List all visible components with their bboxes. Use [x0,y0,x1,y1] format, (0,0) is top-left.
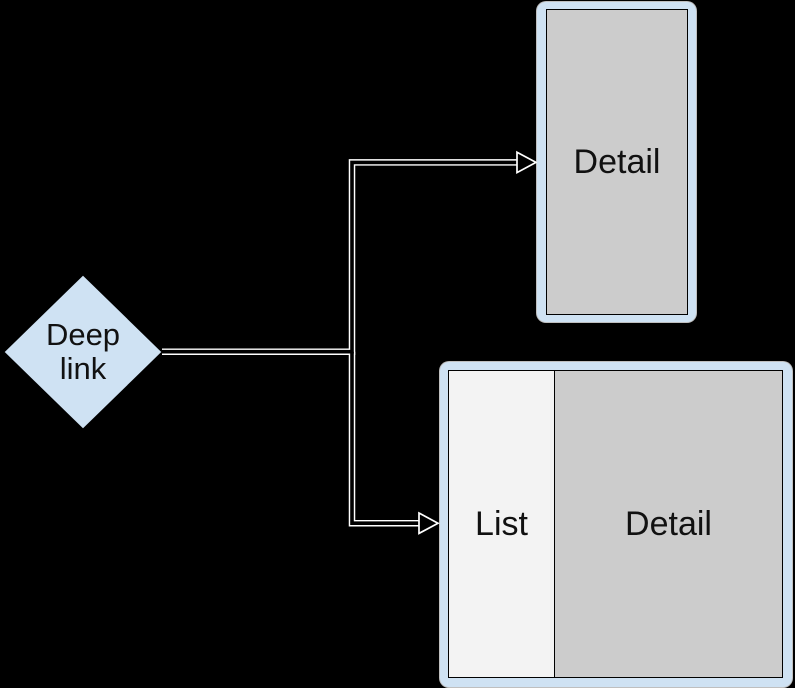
list-detail-screen: List Detail [448,370,783,678]
detail-pane-label: Detail [625,505,712,543]
list-pane: List [449,371,555,677]
detail-screen-label: Detail [573,143,661,181]
detail-pane: Detail [555,371,782,677]
connector-to-detail [162,159,518,355]
deep-link-diamond [3,274,163,430]
deep-link-label: Deep link [45,316,121,386]
connector-to-list-detail [348,351,420,527]
detail-screen: Detail [546,9,688,315]
arrowhead-icon-top [516,150,538,175]
list-detail-device-frame: List Detail [440,362,792,687]
list-pane-label: List [475,505,528,543]
arrowhead-icon-bottom [418,511,440,535]
detail-device-frame: Detail [537,2,696,322]
